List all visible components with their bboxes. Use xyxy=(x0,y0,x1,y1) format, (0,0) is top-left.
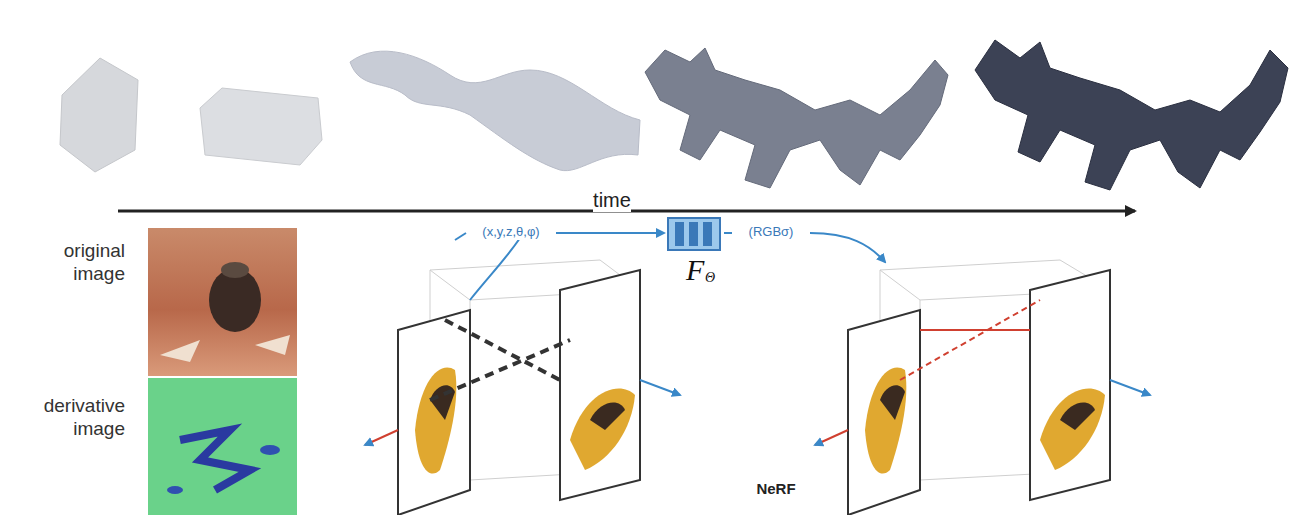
axis-label: time xyxy=(593,188,631,212)
function-subscript: Θ xyxy=(705,270,715,287)
output-label: (RGBσ) xyxy=(749,224,794,240)
shape-sequence xyxy=(60,40,1288,190)
original-photo xyxy=(148,228,297,376)
derivative-photo xyxy=(148,378,297,515)
mlp-icon xyxy=(668,218,720,250)
input-arrow xyxy=(556,232,664,234)
image-caption: derivative image xyxy=(15,395,125,441)
nerf-left xyxy=(365,260,680,515)
input-label: (x,y,z,θ,φ) xyxy=(482,224,539,240)
image-caption: original image xyxy=(25,240,125,286)
nerf-right xyxy=(815,260,1150,515)
function-symbol: F xyxy=(686,252,704,288)
method-label: NeRF xyxy=(756,480,795,498)
output-arrow xyxy=(810,233,885,262)
sample-link xyxy=(470,238,520,300)
